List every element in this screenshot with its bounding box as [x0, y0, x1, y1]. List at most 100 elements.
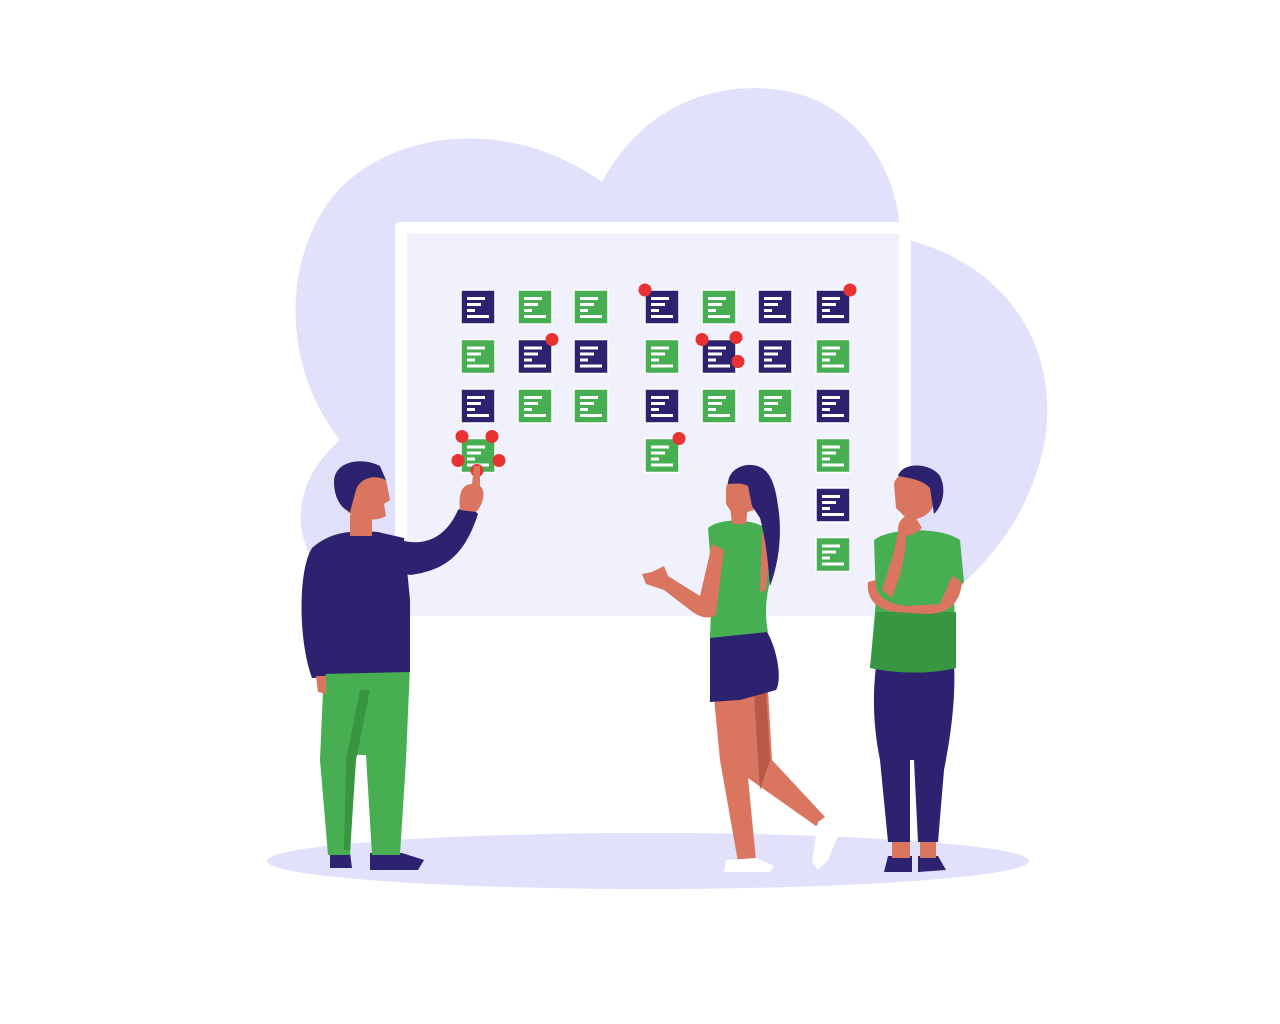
card-text-line	[822, 346, 840, 350]
card-text-line	[651, 457, 659, 461]
task-card	[815, 536, 851, 573]
card-body	[460, 338, 496, 375]
raised-arm	[390, 504, 478, 575]
card-text-line	[580, 303, 594, 306]
left-arm	[301, 548, 326, 678]
card-text-line	[822, 402, 836, 405]
card-text-line	[764, 358, 772, 362]
card-text-line	[822, 507, 830, 510]
top	[708, 520, 774, 638]
left-hand	[316, 676, 326, 694]
marker-dot	[492, 454, 506, 467]
card-body	[701, 338, 737, 375]
card-text-line	[467, 297, 485, 300]
card-text-line	[580, 402, 594, 405]
task-card	[701, 388, 737, 424]
man-pointing-at-board	[301, 461, 484, 870]
card-text-line	[764, 402, 778, 405]
gesturing-arm	[642, 544, 724, 618]
card-text-line	[764, 303, 778, 306]
marker-dot	[451, 454, 465, 467]
card-text-line	[651, 358, 659, 362]
card-text-line	[467, 408, 475, 411]
card-text-line	[822, 414, 844, 417]
card-body	[644, 338, 680, 375]
card-body	[757, 338, 793, 375]
card-text-line	[467, 358, 475, 362]
card-text-line	[651, 463, 673, 467]
card-text-line	[822, 303, 836, 306]
card-text-line	[651, 303, 665, 306]
task-card	[757, 338, 793, 375]
chin-hand-arm	[882, 515, 922, 598]
card-text-line	[524, 358, 532, 362]
t-shirt-shade	[870, 612, 956, 673]
card-text-line	[524, 414, 546, 417]
task-card	[695, 331, 745, 375]
card-text-line	[467, 445, 485, 449]
task-card	[460, 338, 496, 375]
left-shoe	[724, 858, 774, 872]
task-card	[815, 338, 851, 375]
card-text-line	[708, 315, 730, 318]
card-body	[644, 437, 680, 474]
marker-dot	[729, 331, 743, 344]
card-body	[517, 338, 553, 375]
card-text-line	[651, 309, 659, 312]
task-card	[517, 388, 553, 424]
card-text-line	[467, 414, 489, 417]
task-card	[644, 338, 680, 375]
card-text-line	[651, 414, 673, 417]
card-text-line	[822, 315, 844, 318]
card-text-line	[764, 309, 772, 312]
card-text-line	[822, 513, 844, 516]
card-text-line	[651, 352, 665, 356]
card-text-line	[524, 396, 542, 399]
card-body	[573, 388, 609, 424]
card-body	[815, 289, 851, 325]
card-text-line	[651, 451, 665, 455]
task-card	[460, 388, 496, 424]
card-text-line	[708, 358, 716, 362]
card-text-line	[467, 352, 481, 356]
pointing-hand	[459, 466, 484, 512]
card-text-line	[764, 364, 786, 368]
card-text-line	[822, 297, 840, 300]
card-text-line	[764, 352, 778, 356]
card-text-line	[580, 352, 594, 356]
marker-dot	[672, 432, 686, 445]
task-card	[517, 333, 559, 375]
card-body	[573, 338, 609, 375]
card-text-line	[822, 556, 830, 560]
task-card	[644, 432, 686, 474]
card-body	[757, 289, 793, 325]
right-shoe	[370, 853, 424, 870]
task-card	[815, 487, 851, 523]
card-text-line	[822, 495, 840, 498]
card-text-line	[467, 346, 485, 350]
card-text-line	[467, 396, 485, 399]
card-text-line	[651, 346, 669, 350]
card-text-line	[524, 346, 542, 350]
card-body	[644, 388, 680, 424]
card-text-line	[708, 346, 726, 350]
card-text-line	[467, 309, 475, 312]
card-text-line	[524, 352, 538, 356]
task-card	[573, 289, 609, 325]
card-text-line	[764, 414, 786, 417]
card-text-line	[764, 297, 782, 300]
card-text-line	[580, 297, 598, 300]
card-text-line	[524, 297, 542, 300]
sweater	[310, 531, 410, 674]
card-body	[460, 388, 496, 424]
task-card	[573, 338, 609, 375]
task-card	[638, 283, 680, 325]
card-text-line	[651, 408, 659, 411]
card-body	[517, 388, 553, 424]
card-text-line	[467, 457, 475, 461]
card-text-line	[524, 408, 532, 411]
shorts	[710, 630, 779, 702]
card-text-line	[764, 315, 786, 318]
card-body	[815, 536, 851, 573]
